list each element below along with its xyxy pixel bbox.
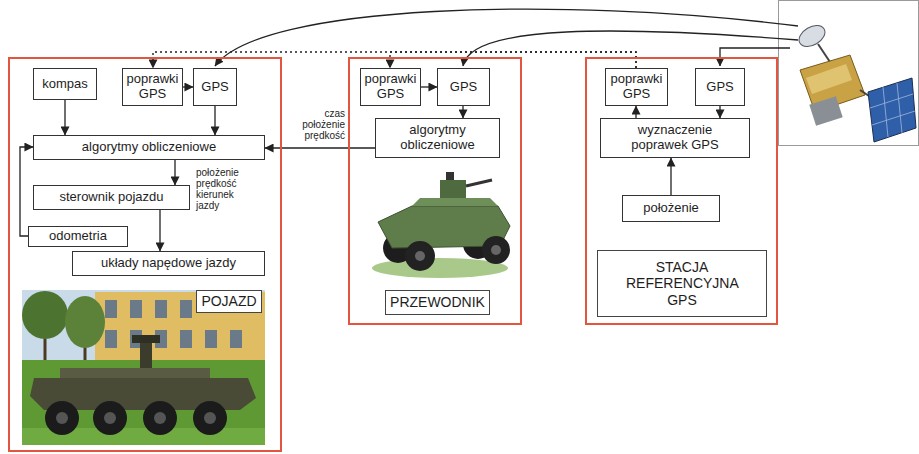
photo-window	[155, 300, 167, 318]
connector-arrow	[64, 100, 65, 135]
connector-arrow	[153, 52, 636, 68]
connector-arrow	[214, 106, 215, 135]
vehicle-sensor	[132, 335, 160, 343]
wheel-hub	[104, 412, 116, 424]
process-box: algorytmy obliczeniowe	[33, 135, 265, 160]
connector-arrow	[635, 106, 636, 118]
wheel-hub	[415, 251, 425, 261]
node-text: poprawki GPS	[609, 72, 664, 102]
process-box: wyznaczenie poprawek GPS	[600, 118, 750, 158]
robot-barrel	[466, 180, 492, 186]
connector-arrow	[719, 106, 720, 118]
vehicle-wheel	[45, 401, 79, 435]
panel-grid	[872, 111, 915, 125]
photo-window	[105, 300, 117, 318]
connector-arrow	[183, 86, 193, 87]
vehicle-mast	[140, 340, 152, 370]
node-text: poprawki GPS	[126, 72, 179, 102]
process-box: GPS	[193, 68, 237, 106]
process-box: poprawki GPS	[122, 68, 183, 106]
group-frame: STACJA REFERENCYJNA GPS poprawki GPS GPS wy…	[585, 57, 778, 325]
satellite-module	[809, 96, 842, 126]
process-box: algorytmy obliczeniowe	[375, 118, 500, 158]
edge-label: czas położenie prędkość	[302, 108, 345, 141]
node-text: algorytmy obliczeniowe	[82, 140, 216, 155]
photo-tree	[22, 291, 68, 339]
node-text: STACJA REFERENCYJNA GPS	[626, 259, 738, 307]
panel-grid	[883, 87, 888, 137]
satellite-picture	[779, 1, 919, 146]
group-frame: POJAZD kompas poprawki GPS GPS algorytmy obl…	[8, 57, 282, 452]
satellite-foil	[806, 64, 852, 94]
title-tag: STACJA REFERENCYJNA GPS	[597, 250, 767, 317]
robot-sensor	[446, 172, 454, 180]
title-tag: PRZEWODNIK	[385, 290, 490, 315]
wheel-hub	[56, 412, 68, 424]
photo-sky	[22, 290, 265, 445]
robot-turret	[440, 180, 466, 198]
wheel-hub	[204, 412, 216, 424]
wheel-hub	[491, 245, 501, 255]
vehicle-wheel	[193, 401, 227, 435]
robot-wheel	[405, 241, 435, 271]
process-box: poprawki GPS	[605, 68, 668, 106]
connector-arrow	[421, 86, 437, 87]
photo-window	[130, 300, 142, 318]
node-text: GPS	[201, 80, 228, 95]
node-text: sterownik pojazdu	[59, 190, 163, 205]
robot-top	[412, 198, 498, 206]
node-text: kompas	[42, 77, 88, 92]
picture-frame	[779, 1, 919, 146]
photo-window	[105, 330, 117, 348]
connector-arrow	[159, 210, 160, 251]
robot-picture	[372, 172, 510, 278]
photo-grass	[22, 360, 265, 445]
node-text: algorytmy obliczeniowe	[379, 123, 496, 153]
process-box: poprawki GPS	[360, 68, 421, 106]
process-box: kompas	[33, 68, 97, 100]
photo-tree	[65, 296, 105, 348]
robot-wheel	[482, 236, 510, 264]
photo-window	[180, 300, 192, 318]
photo-window	[205, 330, 217, 348]
vehicle-wheel	[93, 401, 127, 435]
panel-grid	[870, 94, 913, 108]
solar-panel	[868, 78, 916, 142]
node-text: GPS	[706, 80, 733, 95]
photo-window	[230, 330, 242, 348]
process-box: GPS	[695, 68, 745, 106]
process-box: GPS	[437, 68, 490, 106]
node-text: PRZEWODNIK	[390, 294, 485, 310]
photo-building	[95, 292, 265, 364]
process-box: odometria	[28, 226, 128, 247]
satellite-dish	[795, 21, 828, 51]
group-frame: PRZEWODNIK poprawki GPS GPS algorytmy oblic…	[348, 57, 522, 325]
node-text: GPS	[450, 80, 477, 95]
node-text: położenie	[643, 201, 699, 216]
node-text: POJAZD	[201, 293, 256, 309]
connector-arrow	[670, 158, 671, 195]
signal-line	[463, 31, 798, 66]
process-box: położenie	[622, 195, 720, 222]
photo-window	[180, 330, 192, 348]
connector-arrow	[174, 160, 175, 185]
vehicle-photo	[22, 290, 265, 445]
node-text: poprawki GPS	[364, 72, 417, 102]
process-box: sterownik pojazdu	[33, 185, 190, 210]
node-text: układy napędowe jazdy	[101, 256, 236, 271]
edge-label: położenie prędkość kierunek jazdy	[196, 167, 239, 211]
process-box: układy napędowe jazdy	[72, 251, 265, 276]
vehicle-wheel	[143, 401, 177, 435]
node-text: wyznaczenie poprawek GPS	[615, 123, 735, 153]
node-text: odometria	[49, 229, 107, 244]
connector-arrow	[462, 106, 463, 118]
connector-arrow	[20, 147, 33, 236]
connector-arrow	[390, 52, 636, 68]
satellite-boom	[818, 44, 830, 62]
wheel-hub	[154, 412, 166, 424]
title-tag: POJAZD	[196, 290, 262, 313]
panel-grid	[897, 83, 902, 133]
